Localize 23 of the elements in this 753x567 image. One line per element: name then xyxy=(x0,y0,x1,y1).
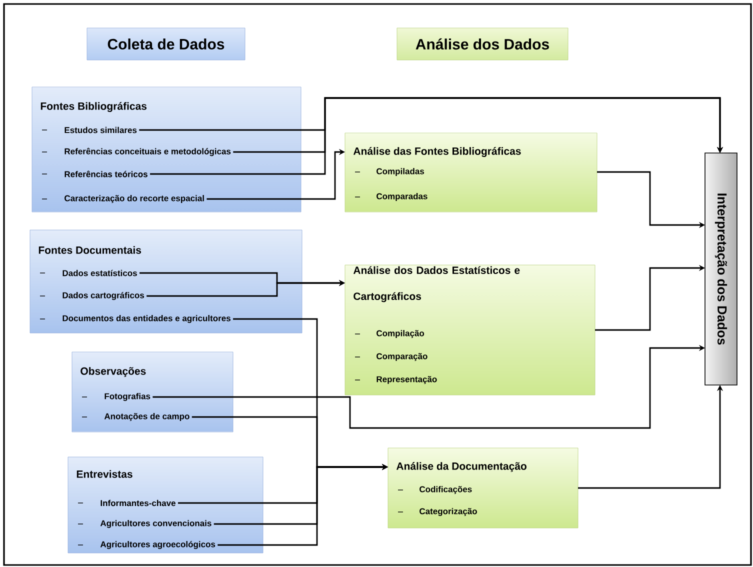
list-item: Documentos das entidades e agricultores xyxy=(62,315,230,323)
connector-arrow xyxy=(150,97,724,175)
list-item: Anotações de campo xyxy=(104,413,190,421)
list-item: Referências conceituais e metodológicas xyxy=(64,148,231,156)
list-item: Compilação xyxy=(376,330,424,338)
list-item: Dados estatísticos xyxy=(62,270,137,276)
list-item: Agricultores agroecológicos xyxy=(100,540,216,549)
list-item: Dados cartográficos xyxy=(62,292,144,300)
section-header: Análise dos Dados xyxy=(396,28,568,60)
result-bar: Interpretação dos Dados xyxy=(704,152,738,386)
list-item: Agricultores convencionais xyxy=(100,520,212,528)
section-header: Coleta de Dados xyxy=(86,28,246,60)
list-item: Caracterização do recorte espacial xyxy=(64,195,204,203)
list-item: Estudos similares xyxy=(64,126,137,134)
list-item: Fotografias xyxy=(104,393,150,401)
list-item: Compiladas xyxy=(376,168,424,176)
list-item: Referências teóricos xyxy=(64,170,148,178)
list-item: Informantes-chave xyxy=(100,500,176,506)
list-item: Representação xyxy=(376,376,437,384)
list-item: Comparadas xyxy=(376,193,428,201)
list-item: Comparação xyxy=(376,353,428,361)
list-item: Codificações xyxy=(420,486,472,494)
list-item: Categorização xyxy=(420,508,477,516)
